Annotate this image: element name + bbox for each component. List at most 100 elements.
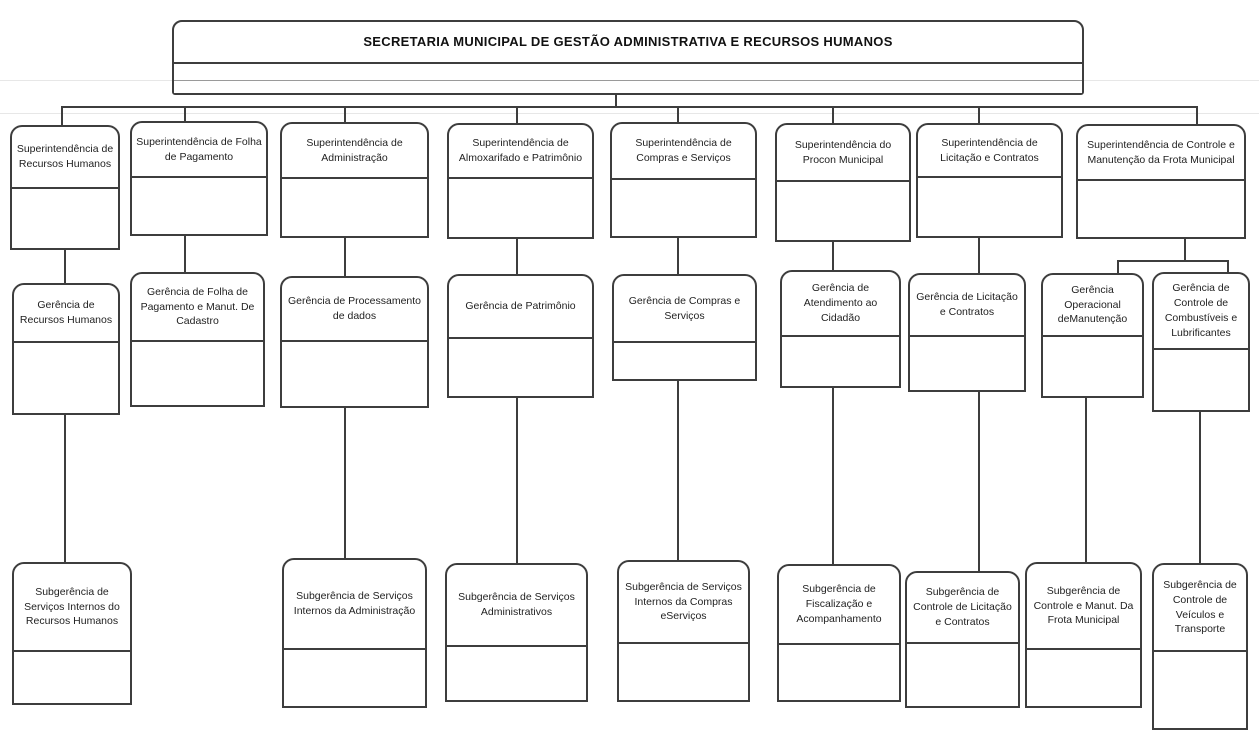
org-node-sub1: Subgerência de Serviços Internos do Recu… <box>12 562 132 705</box>
org-node-label: Superintendência de Compras e Serviços <box>612 124 755 180</box>
org-node-label: Subgerência de Controle de Licitação e C… <box>907 573 1018 644</box>
org-node-body <box>910 337 1024 390</box>
connector-line <box>677 106 679 123</box>
org-node-sub7: Subgerência de Controle de Licitação e C… <box>905 571 1020 708</box>
connector-line <box>1117 260 1229 262</box>
org-node-label: Superintendência do Procon Municipal <box>777 125 909 182</box>
org-node-body <box>612 180 755 236</box>
org-node-ger5: Gerência de Compras e Serviços <box>612 274 757 381</box>
connector-line <box>64 415 66 562</box>
org-node-label: Subgerência de Fiscalização e Acompanham… <box>779 566 899 645</box>
org-node-body <box>782 337 899 386</box>
org-node-title: SECRETARIA MUNICIPAL DE GESTÃO ADMINISTR… <box>174 22 1082 64</box>
org-node-sup3: Superintendência de Administração <box>280 122 429 238</box>
org-node-ger1: Gerência de Recursos Humanos <box>12 283 120 415</box>
org-node-body <box>14 343 118 413</box>
connector-line <box>61 106 63 126</box>
org-node-ger3: Gerência de Processamento de dados <box>280 276 429 408</box>
org-node-secretaria: SECRETARIA MUNICIPAL DE GESTÃO ADMINISTR… <box>172 20 1084 95</box>
org-node-body <box>132 178 266 234</box>
connector-line <box>832 242 834 270</box>
org-node-label: Gerência Operacional deManutenção <box>1043 275 1142 337</box>
org-node-label: Gerência de Patrimônio <box>449 276 592 339</box>
connector-line <box>978 106 980 124</box>
org-node-label: Subgerência de Serviços Administrativos <box>447 565 586 647</box>
org-node-body <box>907 644 1018 706</box>
org-node-body <box>449 179 592 237</box>
org-node-body <box>619 644 748 700</box>
connector-line <box>677 238 679 274</box>
org-node-label: Gerência de Processamento de dados <box>282 278 427 342</box>
org-node-sup7: Superintendência de Licitação e Contrato… <box>916 123 1063 238</box>
connector-line <box>1184 239 1186 262</box>
org-node-body <box>779 645 899 700</box>
connector-line <box>516 398 518 563</box>
connector-line <box>516 239 518 274</box>
connector-line <box>1199 412 1201 563</box>
connector-line <box>1117 260 1119 273</box>
org-node-body <box>614 343 755 379</box>
org-node-ger2: Gerência de Folha de Pagamento e Manut. … <box>130 272 265 407</box>
org-node-body <box>282 179 427 236</box>
org-node-ger8b: Gerência de Controle de Combustíveis e L… <box>1152 272 1250 412</box>
org-node-sub5: Subgerência de Serviços Internos da Comp… <box>617 560 750 702</box>
org-node-body <box>1154 652 1246 728</box>
org-node-label: Superintendência de Recursos Humanos <box>12 127 118 189</box>
connector-line <box>516 106 518 124</box>
org-node-label: Superintendência de Licitação e Contrato… <box>918 125 1061 178</box>
connector-line <box>64 250 66 283</box>
org-node-body <box>12 189 118 248</box>
org-node-sup5: Superintendência de Compras e Serviços <box>610 122 757 238</box>
connector-line <box>978 238 980 273</box>
org-node-ger6: Gerência de Atendimento ao Cidadão <box>780 270 901 388</box>
connector-line <box>1227 260 1229 272</box>
org-node-label: Superintendência de Almoxarifado e Patri… <box>449 125 592 179</box>
org-node-row <box>174 64 1082 81</box>
org-node-sup2: Superintendência de Folha de Pagamento <box>130 121 268 236</box>
org-node-label: Subgerência de Serviços Internos da Admi… <box>284 560 425 650</box>
org-node-label: Subgerência de Controle de Veículos e Tr… <box>1154 565 1246 652</box>
org-node-ger8a: Gerência Operacional deManutenção <box>1041 273 1144 398</box>
org-node-label: Subgerência de Serviços Internos do Recu… <box>14 564 130 652</box>
org-node-label: Subgerência de Serviços Internos da Comp… <box>619 562 748 644</box>
org-node-ger7: Gerência de Licitação e Contratos <box>908 273 1026 392</box>
org-node-body <box>14 652 130 703</box>
org-node-body <box>1154 350 1248 410</box>
org-node-sub3: Subgerência de Serviços Internos da Admi… <box>282 558 427 708</box>
org-node-sub8a: Subgerência de Controle e Manut. Da Frot… <box>1025 562 1142 708</box>
scan-artifact-line <box>0 113 1259 114</box>
connector-line <box>1085 398 1087 562</box>
connector-line <box>344 408 346 558</box>
connector-line <box>1196 106 1198 125</box>
org-node-sup8: Superintendência de Controle e Manutençã… <box>1076 124 1246 239</box>
org-node-label: Superintendência de Folha de Pagamento <box>132 123 266 178</box>
connector-line <box>978 392 980 571</box>
connector-line <box>677 381 679 560</box>
org-node-body <box>1027 650 1140 706</box>
org-node-label: Gerência de Controle de Combustíveis e L… <box>1154 274 1248 350</box>
org-node-body <box>449 339 592 396</box>
org-node-label: Superintendência de Administração <box>282 124 427 179</box>
org-node-body <box>1078 181 1244 237</box>
connector-line <box>184 236 186 272</box>
org-node-label: Gerência de Folha de Pagamento e Manut. … <box>132 274 263 342</box>
connector-line <box>832 388 834 564</box>
org-node-label: Gerência de Atendimento ao Cidadão <box>782 272 899 337</box>
connector-line <box>344 238 346 276</box>
connector-line <box>832 106 834 124</box>
org-node-body <box>1043 337 1142 396</box>
org-node-label: Gerência de Licitação e Contratos <box>910 275 1024 337</box>
connector-line <box>615 94 617 107</box>
org-node-ger4: Gerência de Patrimônio <box>447 274 594 398</box>
org-node-body <box>282 342 427 406</box>
connector-line <box>62 106 1198 108</box>
org-node-sup6: Superintendência do Procon Municipal <box>775 123 911 242</box>
org-node-body <box>132 342 263 405</box>
org-node-label: Gerência de Compras e Serviços <box>614 276 755 343</box>
org-node-label: Superintendência de Controle e Manutençã… <box>1078 126 1244 181</box>
org-node-body <box>284 650 425 706</box>
org-node-sub4: Subgerência de Serviços Administrativos <box>445 563 588 702</box>
org-node-sub6: Subgerência de Fiscalização e Acompanham… <box>777 564 901 702</box>
org-node-body <box>447 647 586 700</box>
